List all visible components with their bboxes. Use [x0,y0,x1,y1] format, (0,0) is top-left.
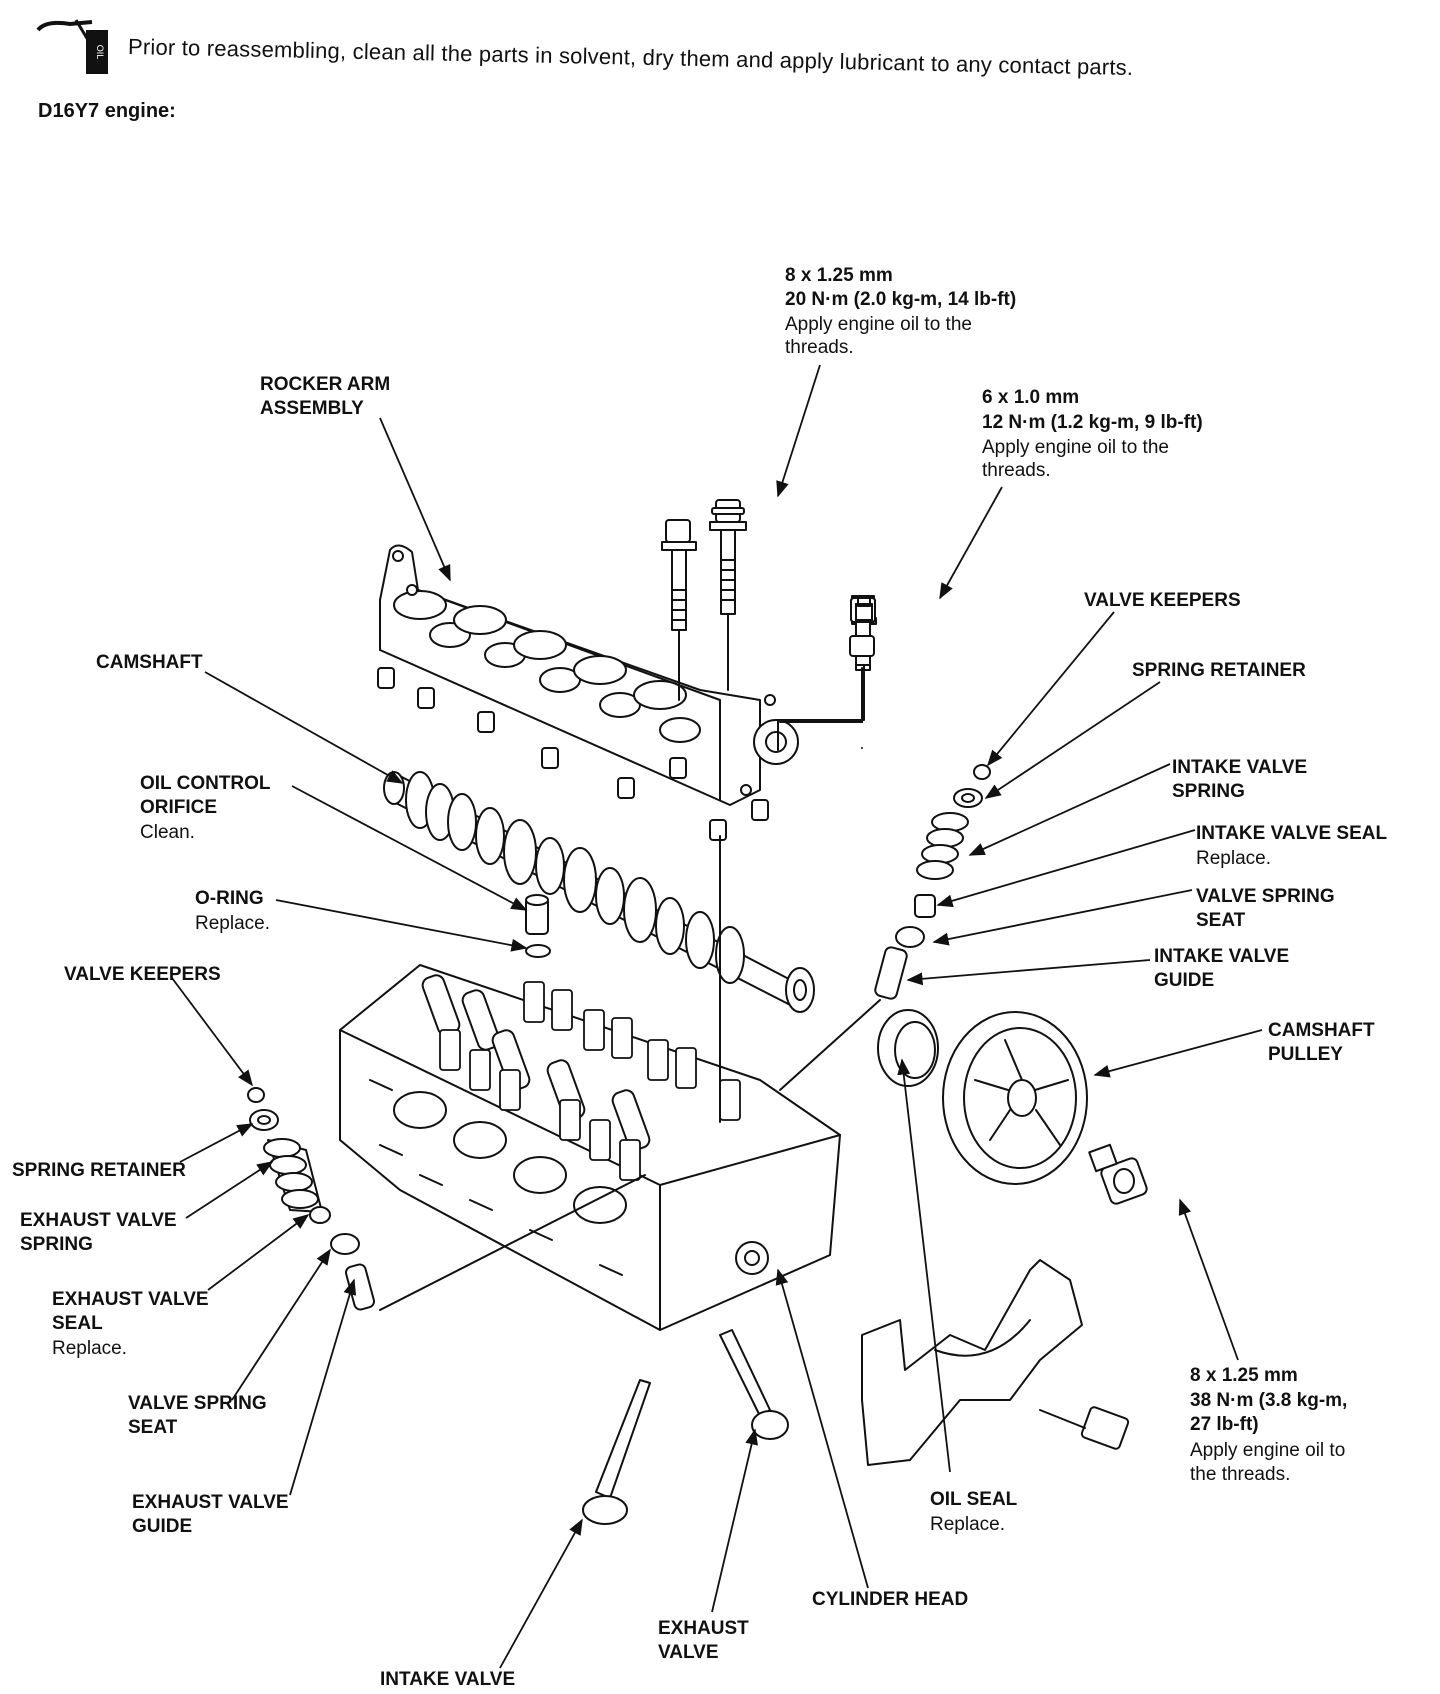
oil-seal-label: OIL SEAL [930,1489,1018,1510]
intake-guide-label-1: INTAKE VALVE [1154,946,1289,967]
exhaust-seal-label-1: EXHAUST VALVE [52,1289,209,1310]
camshaft [383,771,815,1013]
oil-control-note: Clean. [140,822,195,843]
exhaust-valve [719,1329,789,1440]
oil-seal-note: Replace. [930,1514,1005,1535]
bolt-top-torque: 20 N·m (2.0 kg-m, 14 lb-ft) [785,289,1016,310]
intake-valve-train [779,764,991,1091]
cylinder-head [339,964,841,1331]
exhaust-valve-label-1: EXHAUST [658,1618,749,1639]
spring-seat-left-label-2: SEAT [128,1417,178,1438]
pulley-label-2: PULLEY [1268,1044,1343,1065]
bolt-6mm-mid-b [849,635,875,657]
exhaust-guide-label-1: EXHAUST VALVE [132,1492,289,1513]
bolt-top-size: 8 x 1.25 mm [785,265,893,286]
bolt-top-note2: threads. [785,337,854,358]
intake-guide-label-2: GUIDE [1154,970,1214,991]
engine-heading: D16Y7 engine: [38,100,176,122]
oil-control-label-2: ORIFICE [140,797,217,818]
exhaust-guide-label-2: GUIDE [132,1516,192,1537]
rocker-pins [377,667,769,841]
pulley-label-1: CAMSHAFT [1268,1020,1375,1041]
drawing-labels: 8 x 1.25 mm 20 N·m (2.0 kg-m, 14 lb-ft) … [12,265,1387,1690]
intake-seal-note: Replace. [1196,848,1271,869]
spring-seat-right-label-2: SEAT [1196,910,1246,931]
bolt-6mm-size: 6 x 1.0 mm [982,387,1079,408]
exhaust-spring-label-2: SPRING [20,1234,93,1255]
pulley-bolt [1088,1143,1148,1205]
o-ring-label: O-RING [195,888,264,909]
exhaust-valve-train [247,1087,646,1311]
rocker-label-2: ASSEMBLY [260,398,364,419]
intake-spring-label-1: INTAKE VALVE [1172,757,1307,778]
valve-keepers-left-label: VALVE KEEPERS [64,964,221,985]
exhaust-spring-label-1: EXHAUST VALVE [20,1210,177,1231]
rocker-label-1: ROCKER ARM [260,374,390,395]
oil-seal [877,1009,939,1087]
bolt-top-note1: Apply engine oil to the [785,314,972,335]
rocker-arm-assembly [379,544,799,806]
rocker-bolts [661,499,877,671]
pulley-bolt-torque1: 38 N·m (3.8 kg-m, [1190,1390,1347,1411]
intake-valve-label: INTAKE VALVE [380,1669,515,1690]
camshaft-pulley [942,1011,1088,1185]
pulley-bolt-torque2: 27 lb-ft) [1190,1414,1259,1435]
valve-keepers-right-label: VALVE KEEPERS [1084,590,1241,611]
bolt-6mm-note1: Apply engine oil to the [982,437,1169,458]
spring-retainer-left-label: SPRING RETAINER [12,1160,186,1181]
oil-icon-text: OIL [95,45,105,60]
o-ring [525,944,551,958]
exhaust-seal-note: Replace. [52,1338,127,1359]
bolt-6mm-note2: threads. [982,460,1051,481]
pulley-bolt-note1: Apply engine oil to [1190,1440,1345,1461]
exhaust-valve-label-2: VALVE [658,1642,719,1663]
bolt-6mm-torque: 12 N·m (1.2 kg-m, 9 lb-ft) [982,412,1203,433]
exhaust-seal-label-2: SEAL [52,1313,103,1334]
oil-can-icon: OIL [36,19,108,74]
cylinder-head-label: CYLINDER HEAD [812,1589,968,1610]
o-ring-note: Replace. [195,913,270,934]
intake-spring-label-2: SPRING [1172,781,1245,802]
pulley-bolt-note2: the threads. [1190,1464,1290,1485]
timing-belt-back-cover [861,1259,1130,1466]
camshaft-label: CAMSHAFT [96,652,203,673]
spring-seat-left-label-1: VALVE SPRING [128,1393,267,1414]
spring-seat-right-label-1: VALVE SPRING [1196,886,1335,907]
intake-valve [582,1379,651,1525]
oil-control-orifice [525,894,549,935]
spring-retainer-right-label: SPRING RETAINER [1132,660,1306,681]
pulley-bolt-size: 8 x 1.25 mm [1190,1365,1298,1386]
intake-seal-label: INTAKE VALVE SEAL [1196,823,1387,844]
oil-control-label-1: OIL CONTROL [140,773,271,794]
